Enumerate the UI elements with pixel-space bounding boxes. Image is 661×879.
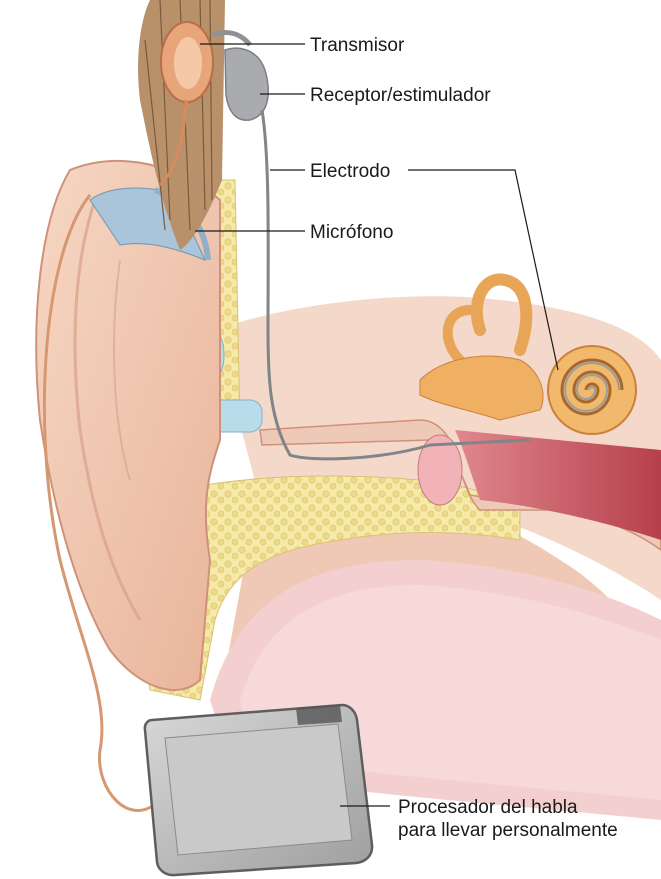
label-procesador-line1: Procesador del habla <box>398 796 618 819</box>
label-microfono: Micrófono <box>310 221 393 244</box>
label-electrodo: Electrodo <box>310 160 390 183</box>
label-procesador-del-habla: Procesador del habla para llevar persona… <box>398 796 618 842</box>
label-transmisor: Transmisor <box>310 34 404 57</box>
label-procesador-line2: para llevar personalmente <box>398 819 618 842</box>
speech-processor-device <box>145 705 372 875</box>
label-receptor-estimulador: Receptor/estimulador <box>310 84 491 107</box>
